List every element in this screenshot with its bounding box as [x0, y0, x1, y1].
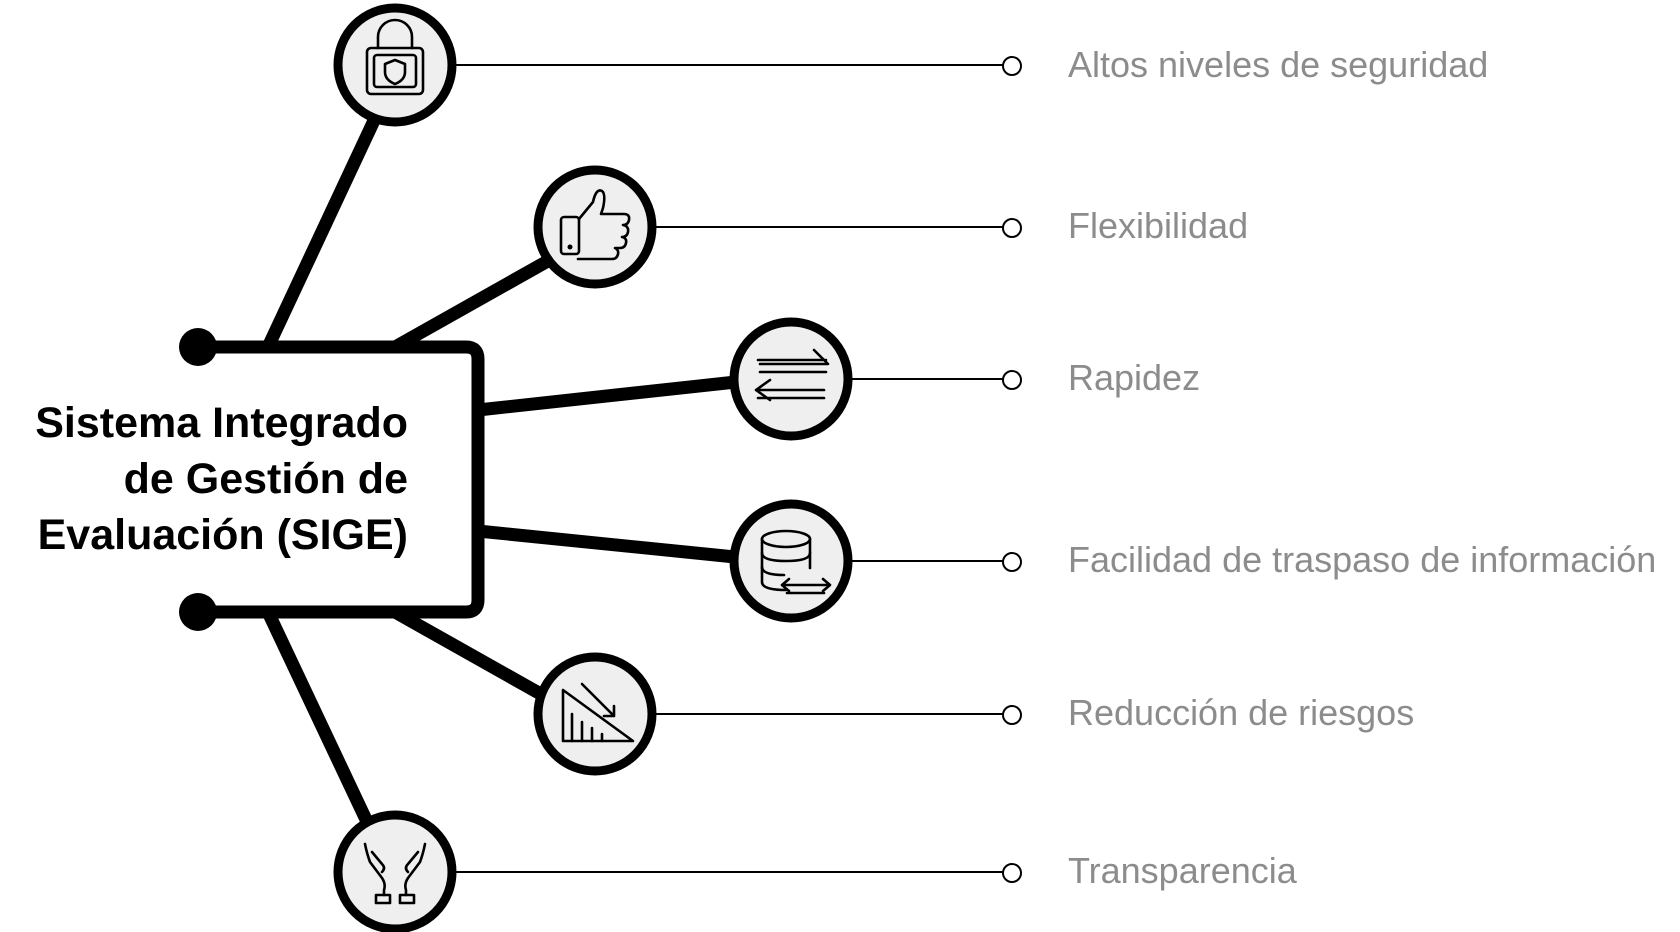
node-security	[333, 3, 457, 127]
branch-speed	[477, 374, 746, 417]
label-speed: Rapidez	[1068, 357, 1201, 398]
node-transparency	[333, 810, 457, 932]
open-hands-icon	[363, 842, 427, 905]
label-transparency: Transparencia	[1068, 850, 1297, 891]
padlock-shield-icon	[365, 18, 425, 96]
center-title-line-3: Evaluación (SIGE)	[37, 511, 408, 559]
label-flexibility: Flexibilidad	[1068, 205, 1249, 246]
exchange-arrows-icon	[754, 348, 830, 402]
leader-end-transparency	[1002, 863, 1022, 883]
thumbs-up-icon	[559, 189, 631, 261]
branch-lines	[262, 109, 746, 848]
label-security: Altos niveles de seguridad	[1068, 44, 1489, 85]
leader-end-security	[1002, 56, 1022, 76]
branch-data-transfer	[477, 524, 746, 565]
bracket-top-dot	[179, 328, 217, 366]
diagram-center-title: Sistema Integrado de Gestión de Evaluaci…	[0, 395, 408, 563]
center-title-line-2: de Gestión de	[123, 455, 408, 503]
branch-security	[262, 109, 384, 350]
label-data-transfer: Facilidad de traspaso de información	[1068, 539, 1657, 580]
center-title-line-1: Sistema Integrado	[35, 399, 408, 447]
bracket-bottom-dot	[179, 593, 217, 631]
branch-risk	[391, 606, 566, 712]
declining-chart-icon	[561, 682, 635, 743]
leader-end-speed	[1002, 370, 1022, 390]
branch-flexibility	[391, 247, 566, 353]
leader-lines	[455, 56, 1022, 883]
node-speed	[729, 317, 853, 441]
branch-transparency	[262, 609, 384, 848]
leader-end-risk	[1002, 705, 1022, 725]
node-data-transfer	[729, 499, 853, 623]
database-transfer-icon	[760, 529, 832, 595]
node-flexibility	[533, 165, 657, 289]
label-risk-reduction: Reducción de riesgos	[1068, 692, 1415, 733]
node-risk	[533, 652, 657, 776]
leader-end-data-transfer	[1002, 552, 1022, 572]
leader-end-flexibility	[1002, 218, 1022, 238]
central-bracket	[179, 328, 485, 631]
